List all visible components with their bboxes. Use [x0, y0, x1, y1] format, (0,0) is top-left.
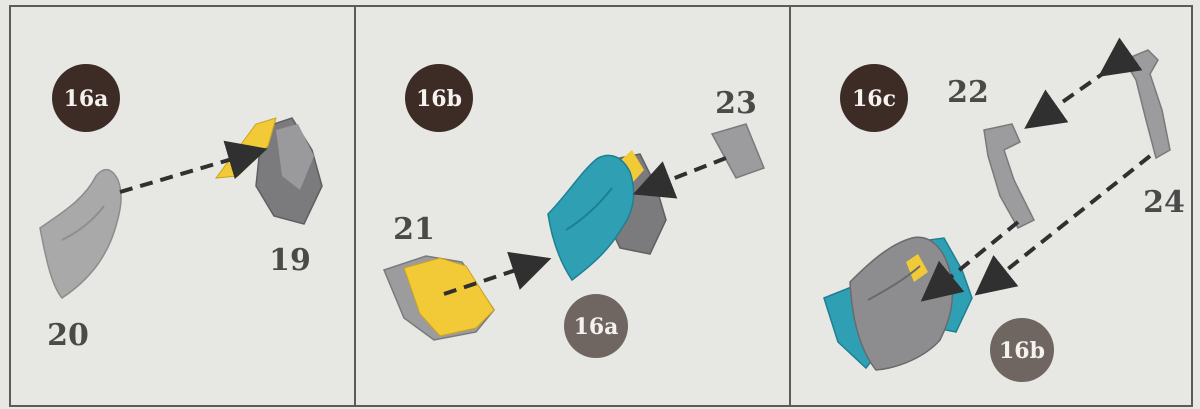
step-badge-16b: 16b	[405, 64, 473, 132]
assembly-arrow	[1024, 37, 1143, 129]
part-22-arm	[983, 123, 1036, 229]
svg-text:16c: 16c	[852, 86, 896, 112]
panel-16a: 16a 19 20	[39, 64, 323, 353]
subassembly-badge-16b: 16b	[990, 318, 1054, 382]
assembly-arrow	[119, 140, 268, 194]
assembly-arrow	[443, 251, 552, 296]
part-24-arm	[1122, 49, 1171, 160]
panel-16b: 16b 23 21 16a	[382, 64, 765, 358]
part-label-24: 24	[1143, 185, 1185, 220]
subassembly-16a-with-cloth	[547, 150, 667, 282]
assembly-arrow	[920, 220, 1020, 302]
assembly-arrow	[974, 154, 1152, 296]
svg-text:16b: 16b	[416, 86, 462, 112]
part-21-base	[382, 255, 495, 341]
part-label-20: 20	[47, 318, 89, 353]
part-label-19: 19	[269, 243, 311, 278]
part-label-22: 22	[947, 75, 989, 110]
subassembly-badge-16a: 16a	[564, 294, 628, 358]
part-label-21: 21	[393, 212, 435, 247]
assembly-arrow	[632, 156, 727, 199]
part-20-drape	[39, 168, 122, 299]
svg-text:16a: 16a	[64, 86, 109, 112]
step-badge-16c: 16c	[840, 64, 908, 132]
panel-16c: 16c 22 24 16b	[823, 37, 1185, 382]
svg-text:16b: 16b	[999, 338, 1045, 364]
svg-text:16a: 16a	[574, 314, 619, 340]
part-19-block	[214, 117, 323, 225]
diagram-frame	[9, 5, 1193, 407]
part-23-piece	[710, 123, 765, 179]
subassembly-16b-assembled	[823, 236, 973, 371]
part-label-23: 23	[715, 86, 757, 121]
step-badge-16a: 16a	[52, 64, 120, 132]
